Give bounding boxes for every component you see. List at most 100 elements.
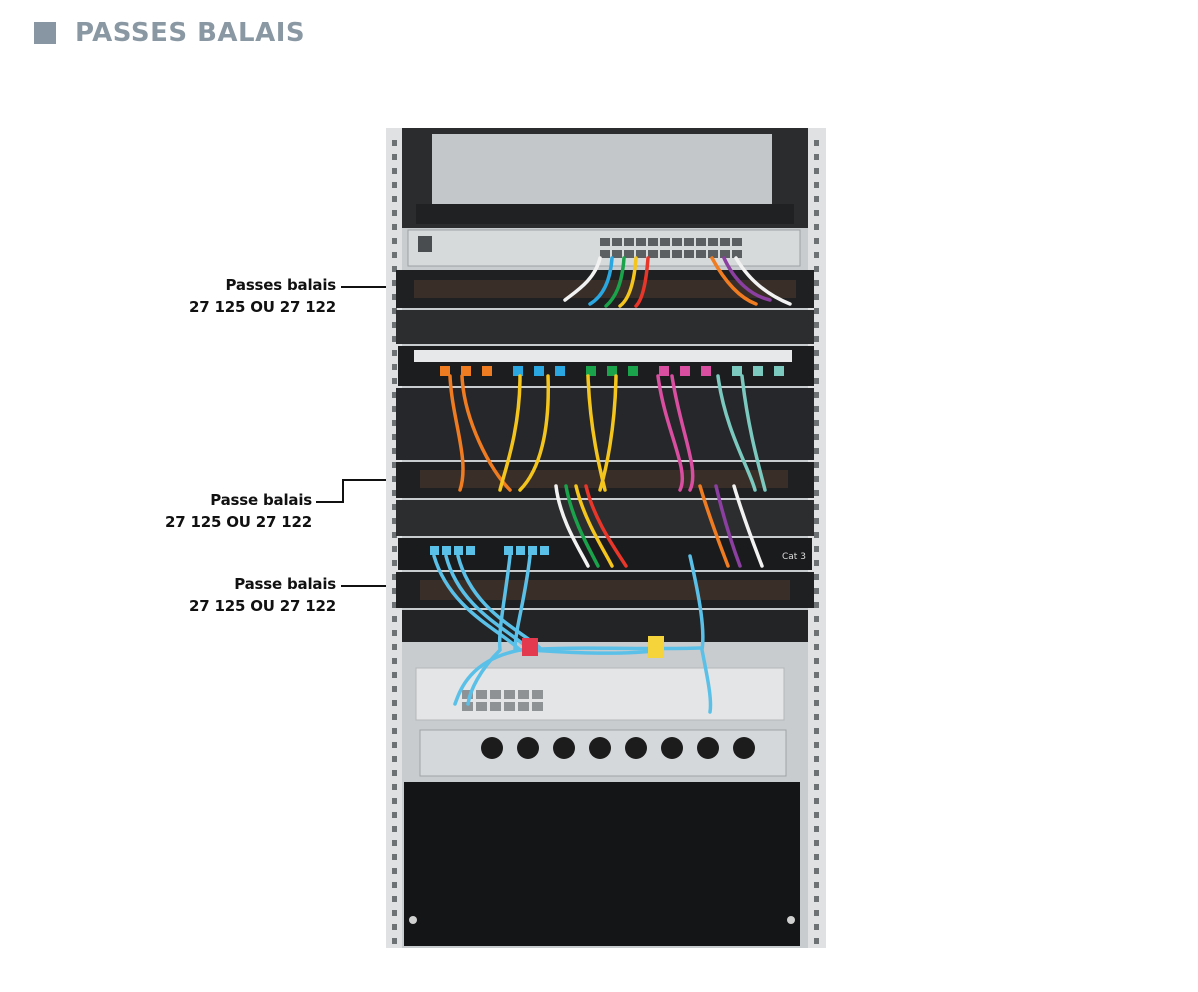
callout-2-title: Passe balais: [210, 491, 312, 509]
rail-hole: [814, 826, 819, 832]
rail-hole: [392, 826, 397, 832]
rail-hole: [392, 168, 397, 174]
lower-port: [476, 690, 487, 699]
patch-port: [659, 366, 669, 376]
rail-hole: [392, 182, 397, 188]
patch-port: [513, 366, 523, 376]
rail-hole: [392, 700, 397, 706]
callout-line-2: [316, 479, 404, 503]
patch-port: [440, 366, 450, 376]
lower-port: [490, 690, 501, 699]
bottom-screw-right: [787, 916, 795, 924]
rail-hole: [392, 546, 397, 552]
patch-port: [540, 546, 549, 555]
switch-port: [720, 238, 730, 246]
rail-hole: [814, 266, 819, 272]
patch-port: [586, 366, 596, 376]
patch-cable: [563, 256, 602, 302]
switch-port: [732, 250, 742, 258]
switch-port: [708, 238, 718, 246]
callout-label-3: Passe balais 27 125 OU 27 122: [189, 573, 336, 617]
patch-cable: [518, 646, 702, 652]
rail-hole: [392, 532, 397, 538]
switch-port: [624, 250, 634, 258]
switch-port: [660, 250, 670, 258]
rail-hole: [392, 238, 397, 244]
patch-cable: [604, 256, 626, 308]
rail-hole: [814, 168, 819, 174]
rail-hole: [392, 742, 397, 748]
switch-port: [648, 250, 658, 258]
patch-port: [442, 546, 451, 555]
patch-port: [504, 546, 513, 555]
rail-hole: [392, 910, 397, 916]
lower-port: [532, 702, 543, 711]
network-switch: [407, 229, 801, 267]
rail-hole: [392, 378, 397, 384]
switch-port: [624, 238, 634, 246]
rail-hole: [392, 308, 397, 314]
rail-hole: [814, 336, 819, 342]
velcro-tie-red: [522, 638, 538, 656]
rail-hole: [814, 322, 819, 328]
rail-hole: [392, 672, 397, 678]
blank-panel-1: [396, 310, 814, 344]
patch-cable: [554, 484, 590, 568]
switch-port: [696, 250, 706, 258]
rail-hole: [392, 574, 397, 580]
patch-cable: [466, 554, 512, 706]
rail-hole: [814, 630, 819, 636]
rail-hole: [392, 266, 397, 272]
header-square-icon: [34, 22, 56, 44]
rail-hole: [814, 462, 819, 468]
rail-hole: [392, 504, 397, 510]
rail-hole: [814, 854, 819, 860]
rail-hole: [814, 392, 819, 398]
rail-hole: [814, 182, 819, 188]
rail-hole: [392, 868, 397, 874]
switch-ports: [600, 238, 742, 258]
switch-port: [660, 238, 670, 246]
rail-hole: [814, 728, 819, 734]
rail-hole: [814, 546, 819, 552]
power-socket: [697, 737, 719, 759]
rail-hole: [814, 196, 819, 202]
bottom-screw-left: [409, 916, 417, 924]
patch-port: [430, 546, 439, 555]
callout-3-ref: 27 125 OU 27 122: [189, 597, 336, 615]
switch-port: [600, 250, 610, 258]
patch-cable: [670, 374, 695, 492]
power-socket: [517, 737, 539, 759]
rail-hole: [814, 490, 819, 496]
rail-hole: [814, 756, 819, 762]
switch-port: [732, 238, 742, 246]
rail-hole: [814, 700, 819, 706]
rail-hole: [814, 938, 819, 944]
cable-tray: [402, 610, 808, 642]
patch-port: [774, 366, 784, 376]
rail-hole: [392, 406, 397, 412]
rail-hole: [814, 616, 819, 622]
patch-cable: [716, 374, 757, 492]
rail-hole: [814, 658, 819, 664]
lower-switch-ports: [462, 690, 543, 711]
patch-port: [528, 546, 537, 555]
rail-hole: [392, 196, 397, 202]
patch-cable: [618, 256, 638, 308]
rail-hole: [392, 336, 397, 342]
rail-hole: [392, 812, 397, 818]
rail-hole: [392, 294, 397, 300]
callout-2-ref: 27 125 OU 27 122: [165, 513, 312, 531]
velcro-tie-yellow: [648, 636, 664, 658]
patch-port: [482, 366, 492, 376]
lower-port: [462, 690, 473, 699]
patch-cable: [518, 374, 551, 492]
patch-cable: [710, 256, 758, 306]
callout-label-2: Passe balais 27 125 OU 27 122: [165, 489, 312, 533]
patch-cable: [574, 484, 614, 568]
rail-hole: [392, 518, 397, 524]
rail-hole: [392, 714, 397, 720]
rail-hole: [392, 560, 397, 566]
patch-port: [753, 366, 763, 376]
rail-hole: [392, 756, 397, 762]
